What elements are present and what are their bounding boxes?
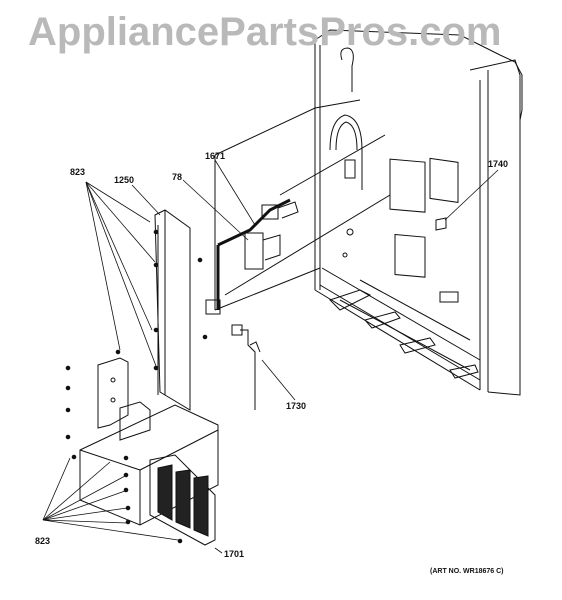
- callout-1740: 1740: [488, 159, 509, 169]
- screw-markers: [66, 230, 207, 543]
- callout-78: 78: [172, 172, 183, 182]
- vent-grille-1701: [150, 455, 215, 545]
- sensor-part-1730: [206, 300, 260, 410]
- art-number-label: (ART NO. WR18676 C): [430, 568, 504, 575]
- callout-823-bottom: 823: [35, 536, 51, 546]
- mounting-bracket: [98, 358, 150, 440]
- callout-1730: 1730: [286, 401, 307, 411]
- rear-wall-panel: [215, 100, 360, 310]
- leader-lines: [43, 160, 498, 553]
- callout-823-top: 823: [70, 167, 86, 177]
- column-1250: [155, 210, 190, 410]
- cabinet-body: [225, 30, 522, 395]
- callout-1250: 1250: [114, 175, 135, 185]
- callout-1701: 1701: [224, 549, 245, 559]
- watermark-logo-text: AppliancePartsPros.com: [28, 10, 502, 54]
- callout-1671: 1671: [205, 151, 226, 161]
- wire-harness-1671: [218, 200, 298, 310]
